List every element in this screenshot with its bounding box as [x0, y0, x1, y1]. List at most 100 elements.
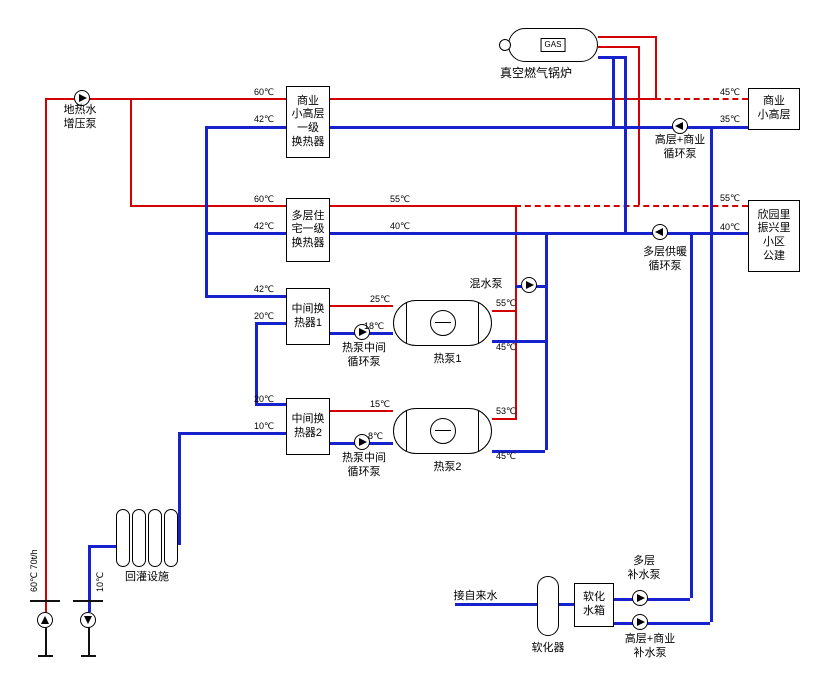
pipe-segment [710, 126, 713, 622]
flow-arrow-icon [675, 122, 683, 130]
mixing-pump-icon [521, 277, 537, 293]
flow-arrow-icon [84, 616, 92, 624]
pipe-segment [330, 205, 515, 207]
hx-commercial-box: 商业 小高层 一级 换热器 [286, 86, 330, 158]
temperature-label: 40℃ [390, 221, 411, 231]
pipe-segment [130, 205, 287, 207]
pipe-segment [88, 628, 90, 655]
pipe-segment [255, 322, 287, 325]
well-pump-2-icon [80, 612, 96, 628]
pipe-segment [624, 56, 627, 232]
highrise-commercial-makeup-pump-icon [632, 614, 648, 630]
pipe-segment [690, 232, 693, 598]
temperature-label: 60℃ 70t/h [29, 549, 39, 592]
temperature-label: 55℃ [720, 193, 741, 203]
highrise-circ-pump-label: 高层+商业 循环泵 [654, 134, 706, 161]
temperature-label: 60℃ [254, 87, 275, 97]
reinjection-cylinder [116, 509, 130, 567]
temperature-label: 42℃ [254, 284, 275, 294]
pipe-segment [614, 622, 710, 625]
pipe-segment [45, 628, 47, 655]
pipe-segment [330, 98, 655, 100]
pipe-segment [545, 232, 548, 450]
flow-arrow-icon [637, 594, 645, 602]
pipe-segment [455, 603, 537, 606]
mid-hx2-box: 中间换 热器2 [286, 398, 330, 455]
pipe-segment [492, 340, 545, 343]
temperature-label: 8℃ [368, 431, 384, 441]
softener-label: 软化器 [531, 642, 565, 654]
hp-mid-circ-pump2-label: 热泵中间 循环泵 [342, 452, 386, 479]
temperature-label: 35℃ [720, 114, 741, 124]
pipe-segment [81, 655, 96, 657]
pipe-segment [38, 655, 53, 657]
mixing-pump-label: 混水泵 [469, 278, 503, 290]
pipe-segment [130, 98, 132, 205]
pipe-segment [614, 598, 690, 601]
softener-vessel [537, 576, 559, 636]
multistory-circ-pump-label: 多层供暖 循环泵 [643, 246, 687, 273]
pipe-segment [178, 432, 287, 435]
temperature-label: 55℃ [496, 298, 517, 308]
pipe-segment [45, 98, 47, 612]
pipe-segment [45, 98, 287, 100]
community-box: 欣园里 振兴里 小区 公建 [748, 200, 800, 272]
flow-arrow-icon [41, 616, 49, 624]
pipe-segment [655, 36, 657, 98]
highrise-commercial-circ-pump-icon [672, 118, 688, 134]
pipe-segment [598, 36, 655, 38]
multistory-makeup-pump-label: 多层 补水泵 [627, 555, 661, 582]
temperature-label: 42℃ [254, 114, 275, 124]
pipe-segment [492, 450, 545, 453]
temperature-label: 25℃ [370, 294, 391, 304]
pipe-segment [73, 600, 103, 602]
well-pump-1-icon [37, 612, 53, 628]
pipe-segment [88, 545, 116, 548]
hp-mid-circ-pump1-label: 热泵中间 循环泵 [342, 342, 386, 369]
mid-hx1-box: 中间换 热器1 [286, 288, 330, 345]
burner-icon [499, 39, 511, 51]
pipe-segment [655, 98, 748, 100]
highrise-makeup-pump-label: 高层+商业 补水泵 [624, 633, 676, 660]
multistory-heating-circ-pump-icon [652, 224, 668, 240]
temperature-label: 42℃ [254, 221, 275, 231]
pipe-segment [330, 126, 748, 129]
pipe-segment [492, 418, 517, 420]
reinjection-cylinder [148, 509, 162, 567]
hx-multistory-box: 多层住 宅一级 换热器 [286, 198, 330, 262]
gas-label: GAS [540, 38, 566, 52]
flow-arrow-icon [655, 228, 663, 236]
reinjection-label: 回灌设施 [125, 571, 169, 583]
pipe-segment [205, 126, 287, 129]
heatpump-mid-circ-pump-1-icon [354, 324, 370, 340]
heat-pump-1-vessel [393, 300, 492, 346]
commercial-building-box: 商业 小高层 [748, 88, 800, 130]
pipe-segment [205, 232, 287, 235]
pipe-segment [330, 232, 748, 235]
heat-pump-2-label: 热泵2 [433, 461, 462, 473]
pipe-segment [515, 205, 748, 207]
reinjection-cylinder [164, 509, 178, 567]
flow-arrow-icon [526, 281, 534, 289]
pipe-segment [330, 410, 393, 412]
temperature-label: 45℃ [496, 451, 517, 461]
reinjection-cylinder [132, 509, 146, 567]
soft-water-tank-box: 软化 水箱 [574, 583, 614, 627]
temperature-label: 60℃ [254, 194, 275, 204]
gas-boiler-vessel: GAS [508, 28, 598, 62]
heat-pump-1-label: 热泵1 [433, 353, 462, 365]
temperature-label: 53℃ [496, 406, 517, 416]
flow-arrow-icon [359, 328, 367, 336]
pipe-segment [205, 295, 287, 298]
temperature-label: 55℃ [390, 194, 411, 204]
temperature-label: 20℃ [254, 311, 275, 321]
heat-pump-2-vessel [393, 408, 492, 454]
pipe-segment [492, 310, 517, 312]
temperature-label: 40℃ [720, 222, 741, 232]
multistory-makeup-pump-icon [632, 590, 648, 606]
temperature-label: 45℃ [496, 342, 517, 352]
pipe-segment [598, 56, 624, 59]
temperature-label: 18℃ [364, 321, 385, 331]
temperature-label: 20℃ [254, 394, 275, 404]
